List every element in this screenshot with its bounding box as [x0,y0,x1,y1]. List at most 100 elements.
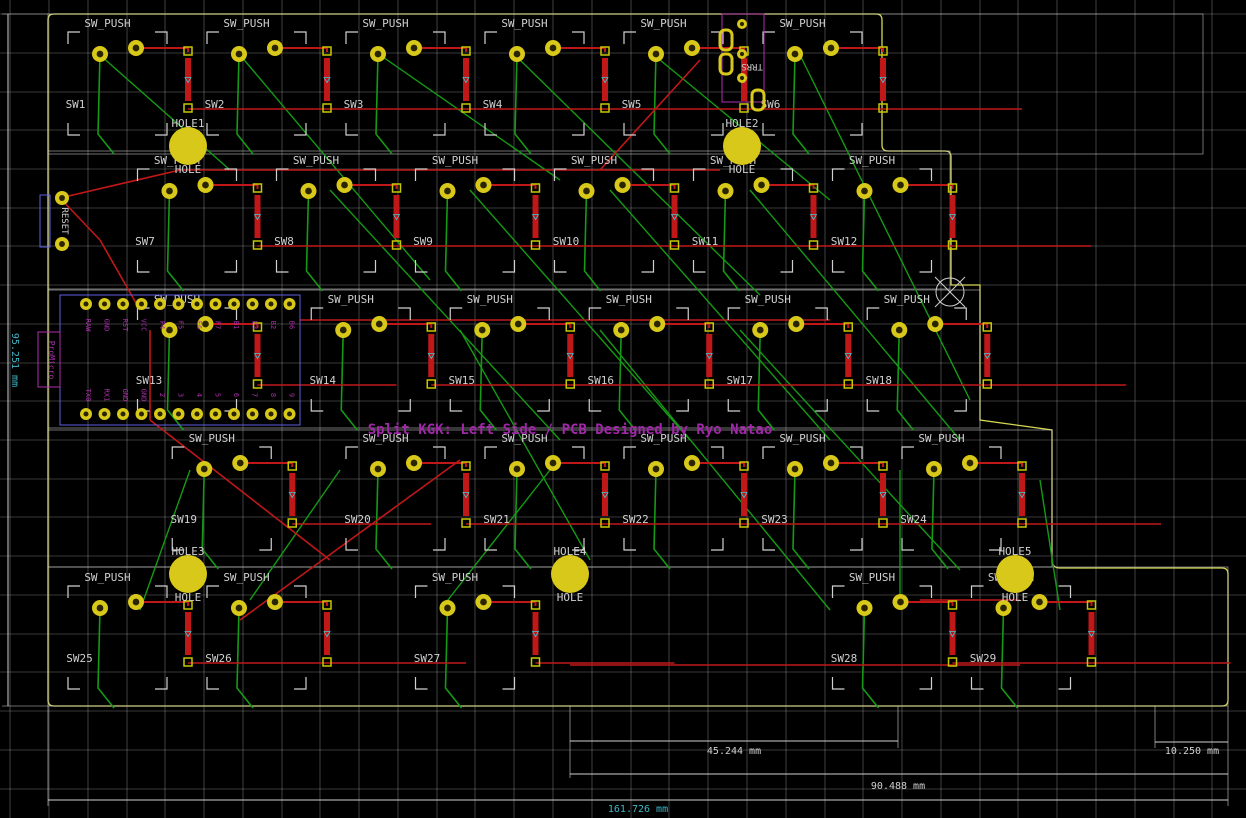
pad-drill [895,326,903,334]
switch-sw29[interactable]: SW_PUSHSW29 [970,571,1097,690]
switch-value-label: SW_PUSH [640,432,686,445]
switch-ref-label: SW23 [761,513,788,526]
pad-drill [249,301,256,307]
diode-pad [739,103,749,113]
diode-symbol [184,631,192,638]
pad-drill [480,181,487,189]
diode-pad [982,379,992,389]
reset-switch[interactable]: RESET [39,191,69,251]
pad-drill [897,598,904,606]
pad-drill [59,195,65,201]
pad-drill [96,50,104,58]
switch-footprints[interactable]: SW_PUSHSW1SW_PUSHSW2SW_PUSHSW3SW_PUSHSW4… [66,17,1097,690]
pad-drill [513,465,521,473]
back-track [618,329,636,431]
pad-drill [194,411,200,417]
pad-drill [202,320,209,328]
hole-pad [169,555,207,593]
switch-sw11[interactable]: SW_PUSHSW11 [692,154,819,273]
diode-pad [530,183,541,193]
switch-ref-label: SW4 [483,98,503,111]
diode-pad [183,46,193,56]
diode-pad [808,240,819,250]
diode-symbol [323,77,331,84]
back-track [599,329,831,611]
trrs-jack[interactable]: TRRS [718,13,766,112]
diode-pad [1017,518,1027,528]
pad-drill [478,326,486,334]
front-track [136,47,189,52]
switch-ref-label: SW25 [66,652,93,665]
diode-symbol [705,353,713,360]
back-track [236,607,254,709]
diode-pad [669,240,680,250]
promicro-footprint[interactable]: RAWTX0GNDRX1RSTGNDVCCGNDF42F53F64F75B16B… [37,294,301,426]
row-outline [47,13,1204,155]
diode-symbol [288,492,296,499]
mcu-pin-label-bottom: TX0 [84,389,92,402]
pad-drill [231,301,237,307]
pad-drill [157,301,163,307]
back-track [444,190,463,292]
diode-pad [530,600,541,610]
key-courtyard [762,31,863,136]
diode-symbol [948,631,957,638]
key-courtyard [901,446,1002,551]
diode-pad [600,103,610,113]
pad-drill [101,411,108,417]
diode-body [428,334,435,377]
switch-ref-label: SW7 [135,235,155,248]
mcu-outline [59,294,301,426]
diode-body [289,473,296,516]
diode-body [393,195,400,238]
back-track [97,53,115,155]
switch-ref-label: SW19 [171,513,198,526]
diode-body [254,195,261,238]
switch-ref-label: SW26 [205,652,232,665]
front-track [239,459,461,621]
front-track [657,323,711,328]
mcu-pin-label-bottom: 3 [177,393,185,397]
dimension-vertical-text: 95.251 mm [9,333,20,387]
misc-footprints[interactable]: TRRS RESET [39,13,766,251]
pad-drill [83,301,89,307]
diode-symbol [462,77,470,84]
pad-drill [175,411,182,417]
switch-sw7[interactable]: SW_PUSHSW7 [135,154,263,273]
switch-ref-label: SW29 [970,652,997,665]
diode-body [880,58,886,101]
mcu-pin-label-bottom: 2 [158,393,166,397]
